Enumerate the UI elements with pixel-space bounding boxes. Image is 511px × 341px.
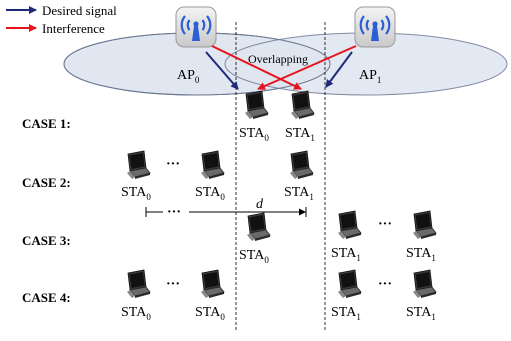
laptop-icon	[126, 150, 151, 180]
ellipsis: ···	[167, 205, 181, 220]
wireless-access-point-icon	[353, 5, 397, 49]
sta-label: STA0	[195, 185, 225, 202]
laptop-icon	[412, 269, 437, 299]
overlapping-label: Overlapping	[248, 52, 308, 66]
legend: Desired signal Interference	[6, 3, 117, 36]
laptop-icon	[244, 90, 269, 120]
laptop-icon	[337, 210, 362, 240]
laptop-icon	[200, 150, 225, 180]
sta-label: STA1	[406, 305, 436, 322]
ap0-label: AP0	[177, 68, 200, 85]
case-3-label: CASE 3:	[22, 233, 71, 248]
ellipsis: ···	[166, 157, 180, 172]
desired-signal-ap1-arrow	[325, 51, 353, 88]
distance-label: d	[256, 197, 264, 212]
desired-signal-label: Desired signal	[42, 3, 117, 18]
ellipsis: ···	[166, 277, 180, 292]
laptop-icon	[412, 210, 437, 240]
ap1-label: AP1	[359, 68, 381, 85]
sta-label: STA1	[284, 185, 314, 202]
laptop-icon	[337, 269, 362, 299]
case-4-label: CASE 4:	[22, 290, 71, 305]
ellipsis: ···	[378, 217, 392, 232]
laptop-icon	[290, 90, 315, 120]
case-1-label: CASE 1:	[22, 116, 71, 131]
interference-label: Interference	[42, 21, 105, 36]
laptop-icon	[246, 212, 271, 242]
desired-signal-ap0-arrow	[205, 51, 239, 90]
laptop-icon	[289, 150, 314, 180]
sta-label: STA0	[239, 248, 269, 265]
interference-ap0-arrow	[211, 45, 302, 90]
sta-label: STA0	[121, 185, 151, 202]
laptop-icon	[126, 269, 151, 299]
sta-label: STA0	[195, 305, 225, 322]
sta-label: STA1	[331, 305, 361, 322]
wireless-access-point-icon	[174, 5, 218, 49]
sta-label: STA0	[121, 305, 151, 322]
sta-label: STA1	[285, 126, 315, 143]
ellipsis: ···	[378, 277, 392, 292]
laptop-icon	[200, 269, 225, 299]
sta-label: STA0	[239, 126, 269, 143]
case-2-label: CASE 2:	[22, 175, 71, 190]
sta-label: STA1	[331, 246, 361, 263]
sta-label: STA1	[406, 246, 436, 263]
interference-ap1-arrow	[257, 45, 357, 90]
